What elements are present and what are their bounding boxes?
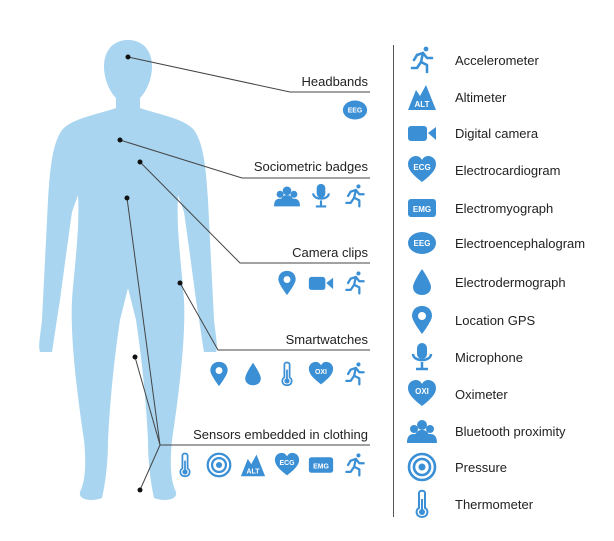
connector-clothing-foot <box>139 444 161 491</box>
legend-divider <box>393 45 394 517</box>
connector-camera-clips <box>139 161 370 264</box>
legend-item: Accelerometer <box>407 45 539 75</box>
emg-icon: EMG <box>308 452 334 478</box>
legend-label: Electroencephalogram <box>455 235 586 251</box>
legend-label: Electrodermograph <box>455 274 566 290</box>
legend-label: Thermometer <box>455 496 534 512</box>
legend-label: Accelerometer <box>455 52 539 68</box>
ecg-icon: ECG <box>407 155 437 185</box>
ecg-icon: ECG <box>274 452 300 478</box>
thermometer-icon <box>274 361 300 387</box>
accelerometer-icon <box>342 361 368 387</box>
svg-text:OXI: OXI <box>315 369 327 376</box>
svg-text:ECG: ECG <box>413 163 430 172</box>
bluetooth-proximity-icon <box>407 416 437 446</box>
legend-item: Bluetooth proximity <box>407 416 566 446</box>
legend-label: Electrocardiogram <box>455 162 561 178</box>
connector-sociometric-badges <box>119 139 370 179</box>
accelerometer-icon <box>342 270 368 296</box>
smartwatches-icons: OXI <box>206 361 368 387</box>
category-smartwatches-label: Smartwatches <box>285 332 368 347</box>
svg-text:ECG: ECG <box>280 460 295 467</box>
svg-text:ALT: ALT <box>415 100 430 109</box>
connector-headbands <box>127 56 370 93</box>
category-clothing-label: Sensors embedded in clothing <box>193 427 368 442</box>
pressure-icon <box>206 452 232 478</box>
legend-label: Digital camera <box>455 125 539 141</box>
electrodermograph-icon <box>407 267 437 297</box>
legend-label: Altimeter <box>455 89 507 105</box>
connector-clothing-leg <box>134 356 161 446</box>
legend-label: Oximeter <box>455 386 508 402</box>
legend-item: Microphone <box>407 342 523 372</box>
sociometric-badges-icons <box>274 183 368 209</box>
thermometer-icon <box>172 452 198 478</box>
legend-label: Location GPS <box>455 312 536 328</box>
camera-clips-icons <box>274 270 368 296</box>
location-gps-icon <box>274 270 300 296</box>
headbands-icons: EEG <box>342 97 368 123</box>
legend-item: ALT Altimeter <box>407 82 506 112</box>
digital-camera-icon <box>308 270 334 296</box>
category-sociometric-badges-label: Sociometric badges <box>253 159 368 174</box>
svg-text:EEG: EEG <box>348 108 363 115</box>
legend-item: EMG Electromyograph <box>407 193 553 223</box>
oximeter-icon: OXI <box>407 379 437 409</box>
svg-text:EMG: EMG <box>313 463 329 470</box>
accelerometer-icon <box>342 183 368 209</box>
legend-item: EEG Electroencephalogram <box>407 228 585 258</box>
electrodermograph-icon <box>240 361 266 387</box>
legend-label: Pressure <box>455 459 508 475</box>
connector-lines <box>119 56 370 491</box>
legend-label: Electromyograph <box>455 200 554 216</box>
legend-item: OXI Oximeter <box>407 379 508 409</box>
clothing-icons: ALT ECG EMG <box>172 452 368 478</box>
connector-smartwatches <box>179 282 370 351</box>
location-gps-icon <box>407 305 437 335</box>
emg-icon: EMG <box>407 193 437 223</box>
svg-text:EEG: EEG <box>414 239 431 248</box>
eeg-icon: EEG <box>342 97 368 123</box>
digital-camera-icon <box>407 118 437 148</box>
thermometer-icon <box>407 489 437 519</box>
eeg-icon: EEG <box>407 228 437 258</box>
legend-item: Pressure <box>407 452 507 482</box>
legend-item: Digital camera <box>407 118 538 148</box>
pressure-icon <box>407 452 437 482</box>
oximeter-icon: OXI <box>308 361 334 387</box>
accelerometer-icon <box>342 452 368 478</box>
sensor-dots <box>117 54 183 493</box>
category-camera-clips-label: Camera clips <box>292 245 368 260</box>
svg-text:ALT: ALT <box>247 469 261 476</box>
bluetooth-proximity-icon <box>274 183 300 209</box>
microphone-icon <box>407 342 437 372</box>
svg-text:EMG: EMG <box>413 205 431 214</box>
legend-item: Electrodermograph <box>407 267 566 297</box>
altimeter-icon: ALT <box>240 452 266 478</box>
legend-item: Location GPS <box>407 305 535 335</box>
location-gps-icon <box>206 361 232 387</box>
human-silhouette <box>39 40 217 500</box>
svg-text:OXI: OXI <box>415 387 429 396</box>
accelerometer-icon <box>407 45 437 75</box>
category-headbands-label: Headbands <box>301 74 369 89</box>
legend-item: ECG Electrocardiogram <box>407 155 561 185</box>
altimeter-icon: ALT <box>407 82 437 112</box>
microphone-icon <box>308 183 334 209</box>
legend-label: Bluetooth proximity <box>455 423 566 439</box>
legend-label: Microphone <box>455 349 523 365</box>
legend-item: Thermometer <box>407 489 533 519</box>
